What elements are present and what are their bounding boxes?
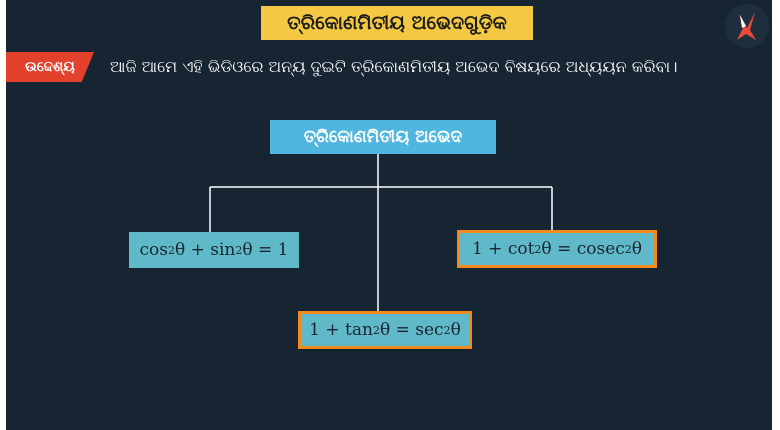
slide: ତ୍ରିକୋଣମିତୀୟ ଅଭେଦଗୁଡ଼ିକ ଉଦ୍ଦେଶ୍ୟ ଆଜି ଆମେ… xyxy=(6,0,772,430)
root-node: ତ୍ରିକୋଣମିତୀୟ ଅଭେଦ xyxy=(270,120,496,154)
connector-lines xyxy=(209,154,553,314)
brand-logo-icon xyxy=(725,4,769,48)
objective-tag: ଉଦ୍ଦେଶ୍ୟ xyxy=(6,52,94,82)
page-title: ତ୍ରିକୋଣମିତୀୟ ଅଭେଦଗୁଡ଼ିକ xyxy=(261,6,533,40)
objective-text: ଆଜି ଆମେ ଏହି ଭିଡିଓରେ ଅନ୍ୟ ଦୁଇଟି ତ୍ରିକୋଣମି… xyxy=(110,57,678,76)
